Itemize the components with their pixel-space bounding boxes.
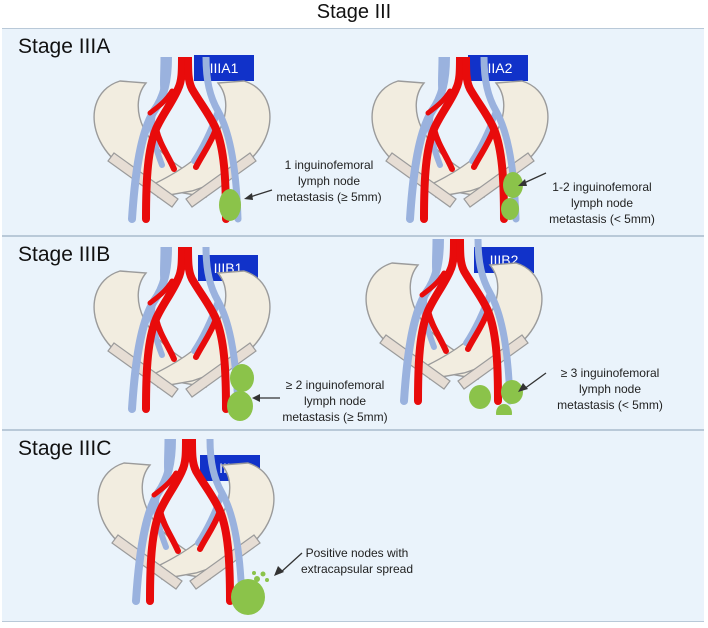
annotation: ≥ 2 inguinofemoral lymph node metastasis… [282,378,388,424]
lymph-node [501,380,523,404]
lymph-node [501,198,519,220]
pelvis-illustration [364,239,544,415]
pelvis-illustration [92,247,272,421]
lymph-node [496,404,512,415]
pelvis-illustration [370,57,550,233]
section-title: Stage IIIC [18,437,112,460]
lymph-node [503,172,523,198]
lymph-node [227,391,253,421]
pointer-arrow [518,172,547,186]
annotation: 1-2 inguinofemoral lymph node metastasis… [549,180,655,226]
stage-badge: IIIA2 [468,55,528,81]
lymph-node [230,364,254,392]
pointer-arrow [518,372,547,392]
annotation: Positive nodes with extracapsular spread [300,546,414,576]
pelvis-illustration [92,57,272,233]
section-title: Stage IIIA [18,35,111,58]
pointer-arrow [244,189,273,200]
section-stage-iiic: Stage IIIC IIIC Positive nodes with ext [2,430,704,622]
annotation: 1 inguinofemoral lymph node metastasis (… [276,158,382,204]
lymph-node-extracapsular [231,579,265,615]
lymph-node [219,189,241,221]
pelvis-illustration [96,439,276,615]
section-stage-iiia: Stage IIIA IIIA1 1 inguinofemoral lymph … [2,28,704,236]
section-stage-iiib: Stage IIIB IIIB1 ≥ 2 inguinofemoral lymp… [2,236,704,430]
lymph-node [469,385,491,409]
pointer-arrow [274,552,303,576]
figure-title: Stage III [316,1,392,23]
section-title: Stage IIIB [18,243,111,266]
annotation: ≥ 3 inguinofemoral lymph node metastasis… [557,366,663,412]
extracapsular-spread [252,571,269,582]
pointer-arrow [252,394,280,402]
